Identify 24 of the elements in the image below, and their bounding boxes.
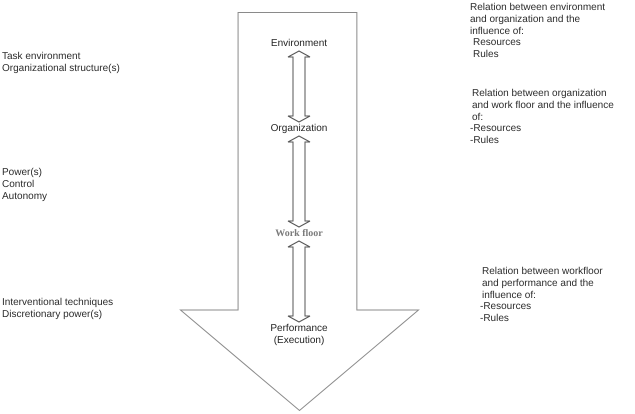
note-text: Relation between environment and organization and the influence of: <box>470 2 606 38</box>
hollow-double-arrow <box>288 240 310 323</box>
note-text: Control <box>2 179 34 191</box>
stage-label: Work floor <box>275 228 323 240</box>
stage-label: Performance (Execution) <box>259 323 339 347</box>
note-text: Power(s) <box>2 167 42 179</box>
note-text: Task environment <box>2 51 80 63</box>
note-text: Relation between organization and work floor and the influence of: <box>472 88 615 124</box>
note-text: Interventional techniques <box>2 297 114 309</box>
stage-label: Environment <box>270 38 328 50</box>
note-text: Rules <box>473 49 499 61</box>
stage-label: Organization <box>270 123 328 135</box>
note-text: -Rules <box>480 313 509 325</box>
note-text: Autonomy <box>2 191 48 203</box>
note-text: Relation between workfloor and performance and the influence of: <box>482 266 604 302</box>
note-text: Discretionary power(s) <box>2 309 102 321</box>
note-text: -Rules <box>470 135 499 147</box>
note-text: -Resources <box>480 301 532 313</box>
hollow-double-arrow <box>288 135 310 228</box>
note-text: -Resources <box>470 123 522 135</box>
note-text: Resources <box>473 37 521 49</box>
note-text: Organizational structure(s) <box>2 63 120 75</box>
down-block-arrow <box>180 12 419 411</box>
hollow-double-arrow <box>288 50 310 123</box>
